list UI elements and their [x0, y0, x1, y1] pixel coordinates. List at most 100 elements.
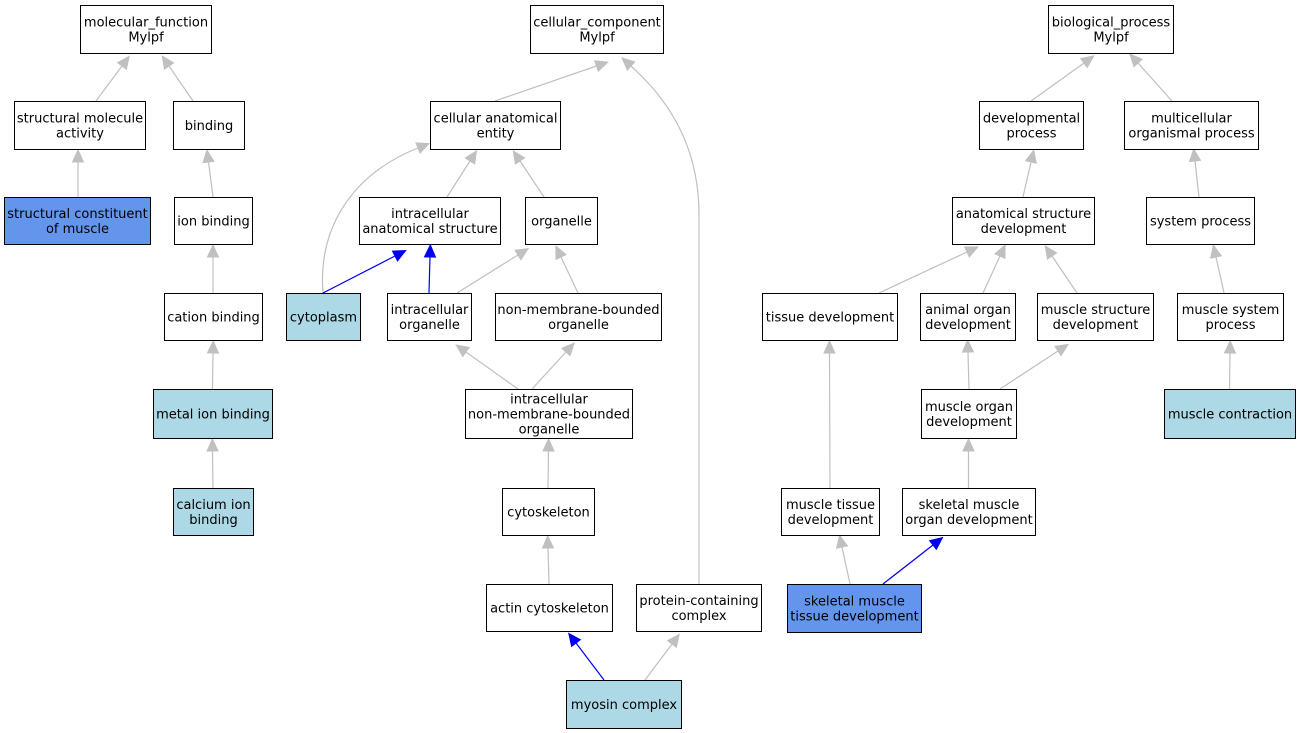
node-box: [902, 488, 1036, 536]
edge-line: [644, 643, 673, 681]
node-label-line: skeletal muscle: [804, 595, 905, 610]
node-box: [921, 389, 1017, 439]
node-label-line: development: [981, 222, 1067, 237]
edge-line: [1137, 62, 1173, 102]
edge-line: [982, 255, 1001, 294]
go-term-node-organelle[interactable]: organelle: [525, 197, 598, 245]
edge-myosin-to-pcc: [644, 633, 680, 681]
edge-calcium_ion-to-metal_ion: [206, 437, 219, 489]
node-label-line: molecular_function: [84, 16, 208, 31]
node-box: [566, 680, 682, 729]
edge-arrowhead: [1079, 55, 1095, 69]
go-term-node-tissue-dev[interactable]: tissue development: [762, 293, 898, 341]
go-term-node-cation-binding[interactable]: cation binding: [164, 293, 263, 341]
node-label-line: organ development: [905, 513, 1032, 528]
edge-line: [1228, 352, 1231, 390]
edge-line: [878, 251, 968, 294]
node-label-line: complex: [671, 609, 726, 624]
edge-cae-to-cc_root: [494, 60, 609, 102]
node-box: [1177, 293, 1284, 341]
edge-inmbo-to-io: [455, 344, 519, 390]
edge-line: [321, 147, 419, 294]
edge-arrowhead: [1209, 244, 1223, 259]
edge-io-to-ias: [423, 243, 437, 294]
node-box: [164, 293, 263, 341]
go-term-node-ion-binding[interactable]: ion binding: [174, 197, 253, 245]
node-label-line: development: [926, 415, 1012, 430]
edge-line: [882, 544, 934, 585]
edge-line: [168, 65, 194, 102]
edge-arrowhead: [541, 534, 555, 549]
edge-binding-to-mf_root: [161, 55, 194, 102]
edge-line: [547, 547, 550, 585]
node-box: [486, 584, 613, 632]
edge-line: [1215, 256, 1225, 294]
edge-arrowhead: [823, 339, 836, 354]
edge-asd-to-dev_proc: [1022, 149, 1038, 198]
node-label-line: non-membrane-bounded: [468, 408, 630, 423]
node-label-line: protein-containing: [639, 594, 758, 609]
go-term-node-sys-proc[interactable]: system process: [1146, 197, 1255, 245]
node-label-line: non-membrane-bounded: [497, 303, 659, 318]
node-label-line: Mylpf: [1093, 31, 1129, 46]
edge-line: [560, 256, 579, 294]
edge-arrowhead: [1188, 147, 1202, 163]
edge-struct_act-to-mf_root: [95, 55, 130, 102]
node-box: [1164, 389, 1296, 439]
edge-organelle-to-cae: [512, 150, 545, 198]
edge-line: [841, 546, 851, 585]
go-term-node-binding[interactable]: binding: [173, 101, 245, 150]
node-label-line: organelle: [548, 318, 609, 333]
edge-line: [1194, 160, 1200, 198]
edge-arrowhead: [963, 246, 979, 258]
go-term-node-inmbo[interactable]: intracellularnon-membrane-boundedorganel…: [465, 389, 633, 439]
edge-arrowhead: [161, 55, 175, 70]
go-term-node-metal-ion[interactable]: metal ion binding: [153, 389, 273, 439]
edge-line: [1030, 62, 1085, 102]
go-term-node-myosin[interactable]: myosin complex: [566, 680, 682, 729]
node-label-line: structural constituent: [7, 207, 148, 222]
node-label-line: development: [1053, 318, 1139, 333]
edge-line: [547, 450, 550, 489]
node-label-line: development: [788, 513, 874, 528]
node-label-line: multicellular: [1151, 112, 1232, 127]
edge-mod-to-animal_organ: [961, 338, 975, 390]
node-label-line: development: [925, 318, 1011, 333]
node-label-line: activity: [56, 127, 104, 142]
go-term-node-actin-cyto[interactable]: actin cytoskeleton: [486, 584, 613, 632]
node-box: [1146, 197, 1255, 245]
go-term-node-cytoskeleton[interactable]: cytoskeleton: [502, 488, 595, 536]
node-box: [387, 293, 472, 341]
node-label-line: skeletal muscle: [919, 498, 1020, 513]
edge-ias-to-cae: [446, 149, 478, 198]
edge-line: [428, 256, 431, 294]
node-box: [530, 5, 664, 54]
go-term-node-cytoplasm[interactable]: cytoplasm: [286, 293, 361, 341]
node-label-line: ion binding: [177, 215, 249, 230]
node-label-line: intracellular: [391, 303, 469, 318]
edge-line: [465, 351, 519, 390]
go-term-node-muscle-contr[interactable]: muscle contraction: [1164, 389, 1296, 439]
